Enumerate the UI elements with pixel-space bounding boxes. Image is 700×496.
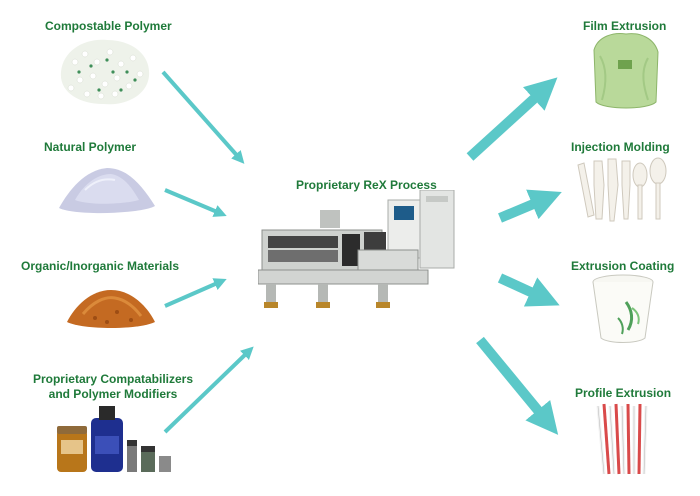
input-label-natural-polymer: Natural Polymer [44,140,137,154]
compatabilizer-bottles-image [57,406,171,472]
input-label-organic-inorganic: Organic/Inorganic Materials [21,259,180,273]
organic-inorganic-materials-image [67,290,155,328]
input-label-compostable-polymer: Compostable Polymer [45,19,172,33]
output-label-film-extrusion: Film Extrusion [583,19,667,33]
label-line-1: Proprietary Compatabilizers [32,372,194,386]
cutlery-image [577,157,667,222]
process-title: Proprietary ReX Process [296,178,437,192]
input-label-compatabilizers: Proprietary Compatabilizers and Polymer … [28,372,198,402]
arrow-organic-to-process [164,278,227,308]
output-label-extrusion-coating: Extrusion Coating [571,259,675,273]
rex-extruder-machine-image [258,190,455,308]
arrow-process-to-film [466,77,558,161]
arrow-process-to-coating [497,273,560,307]
drinking-straws-image [596,403,648,475]
paper-cup-image [592,274,654,343]
output-label-profile-extrusion: Profile Extrusion [575,386,672,400]
output-label-injection-molding: Injection Molding [571,140,670,154]
label-line-2: and Polymer Modifiers [48,387,178,401]
arrow-natural-to-process [164,188,227,217]
arrow-modifiers-to-process [163,346,254,434]
arrow-compostable-to-process [161,70,245,164]
compostable-film-bag-image [593,33,659,109]
compostable-polymer-pellets-image [60,39,150,105]
arrow-process-to-injection [498,189,562,223]
natural-polymer-powder-image [59,168,155,214]
arrow-process-to-profile [476,336,559,435]
